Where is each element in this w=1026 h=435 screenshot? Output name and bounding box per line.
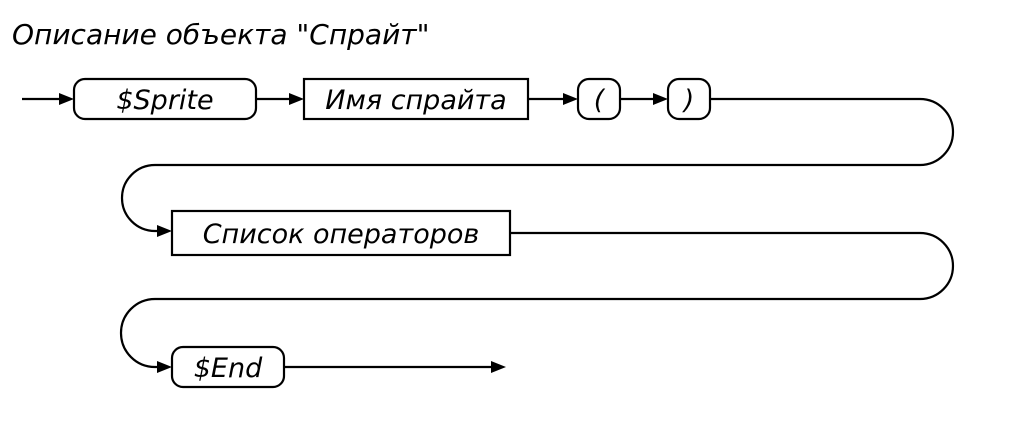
wrap-line-row2-to-row3 [119,231,955,369]
sprite-name-node-label: Имя спрайта [325,85,506,116]
arrowhead-open-to-close-paren [653,93,668,105]
arrowhead-into-end [157,361,172,373]
arrowhead-name-to-open-paren [563,93,578,105]
arrowhead-sprite-to-name [289,93,304,105]
exit-arrowhead [491,361,506,373]
arrowhead-into-operator-list [157,225,172,237]
close-paren-node-label: ) [682,85,695,116]
diagram-title: Описание объекта "Спрайт" [12,18,429,51]
open-paren-node-label: ( [594,85,606,116]
wrap-line-row1-to-row2 [120,97,955,233]
end-node-label: $End [194,353,263,384]
entry-arrowhead [59,93,74,105]
operator-list-node-label: Список операторов [203,219,480,250]
sprite-node-label: $Sprite [116,85,213,116]
